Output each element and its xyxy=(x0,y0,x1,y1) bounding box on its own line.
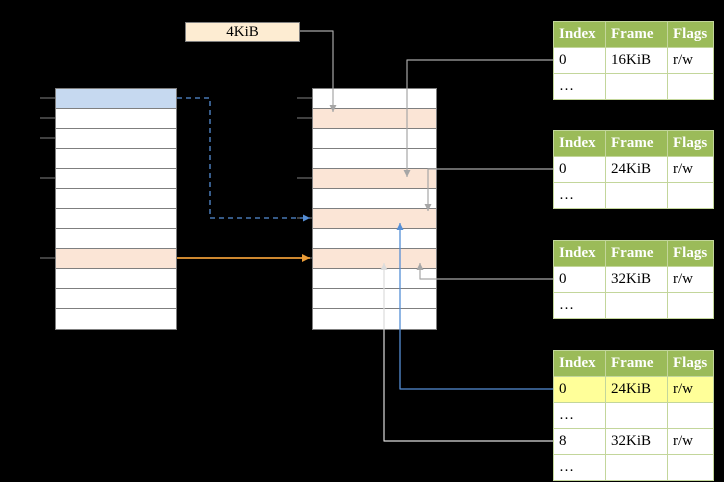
cell-flags: r/w xyxy=(667,47,714,74)
memory-cell xyxy=(313,129,436,149)
cell-frame xyxy=(605,454,668,481)
cell-frame xyxy=(605,292,668,319)
page-table-header-row: Index Frame Flags xyxy=(553,240,714,267)
page-table-row: … xyxy=(553,402,714,429)
physical-memory-column xyxy=(312,88,437,330)
page-table-3: Index Frame Flags 0 32KiB r/w … xyxy=(553,240,714,319)
header-index: Index xyxy=(553,350,606,377)
cell-flags xyxy=(667,402,714,429)
cell-index: 0 xyxy=(553,376,606,403)
cell-frame: 32KiB xyxy=(605,428,668,455)
arrow-table2-to-frame-24kib xyxy=(424,168,553,211)
cell-index: … xyxy=(553,182,606,209)
header-index: Index xyxy=(553,21,606,48)
header-flags: Flags xyxy=(667,350,714,377)
cell-frame: 24KiB xyxy=(605,156,668,183)
cell-frame: 32KiB xyxy=(605,266,668,293)
arrow-table3-to-frame-32kib xyxy=(416,263,553,280)
frame-size-text: 4KiB xyxy=(226,24,259,40)
page-table-header-row: Index Frame Flags xyxy=(553,350,714,377)
memory-cell xyxy=(56,169,176,189)
header-frame: Frame xyxy=(605,240,668,267)
memory-cell xyxy=(56,149,176,169)
page-table-1: Index Frame Flags 0 16KiB r/w … xyxy=(553,21,714,100)
memory-cell xyxy=(56,109,176,129)
cell-flags: r/w xyxy=(667,428,714,455)
cell-index: … xyxy=(553,454,606,481)
cell-flags: r/w xyxy=(667,376,714,403)
page-table-4: Index Frame Flags 0 24KiB r/w … 8 32KiB … xyxy=(553,350,714,481)
header-index: Index xyxy=(553,240,606,267)
page-table-row: 0 24KiB r/w xyxy=(553,156,714,183)
memory-cell xyxy=(313,289,436,309)
memory-cell xyxy=(56,249,176,269)
arrow-virtual-page-blue-to-frame xyxy=(177,97,310,222)
page-table-2: Index Frame Flags 0 24KiB r/w … xyxy=(553,130,714,209)
memory-cell xyxy=(56,189,176,209)
page-table-row: 0 16KiB r/w xyxy=(553,47,714,74)
header-flags: Flags xyxy=(667,240,714,267)
page-table-row-highlighted: 0 24KiB r/w xyxy=(553,376,714,403)
cell-flags xyxy=(667,182,714,209)
memory-cell xyxy=(313,229,436,249)
address-ticks-middle xyxy=(297,97,312,259)
memory-cell xyxy=(313,249,436,269)
memory-cell xyxy=(56,229,176,249)
address-ticks-left xyxy=(40,97,55,259)
page-table-row: 0 32KiB r/w xyxy=(553,266,714,293)
memory-cell xyxy=(56,129,176,149)
header-flags: Flags xyxy=(667,21,714,48)
memory-cell xyxy=(313,149,436,169)
virtual-memory-column xyxy=(55,88,177,330)
memory-cell xyxy=(56,289,176,309)
cell-frame: 16KiB xyxy=(605,47,668,74)
page-table-row: … xyxy=(553,454,714,481)
cell-flags xyxy=(667,454,714,481)
header-frame: Frame xyxy=(605,130,668,157)
cell-index: 8 xyxy=(553,428,606,455)
header-index: Index xyxy=(553,130,606,157)
memory-cell xyxy=(56,269,176,289)
cell-index: … xyxy=(553,402,606,429)
memory-cell xyxy=(313,209,436,229)
header-flags: Flags xyxy=(667,130,714,157)
page-table-header-row: Index Frame Flags xyxy=(553,21,714,48)
page-table-row: … xyxy=(553,292,714,319)
cell-frame xyxy=(605,402,668,429)
cell-frame xyxy=(605,182,668,209)
cell-index: 0 xyxy=(553,47,606,74)
cell-flags: r/w xyxy=(667,156,714,183)
page-table-row: 8 32KiB r/w xyxy=(553,428,714,455)
memory-cell xyxy=(313,309,436,329)
memory-cell xyxy=(56,209,176,229)
cell-flags xyxy=(667,73,714,100)
frame-size-label: 4KiB xyxy=(185,22,300,42)
memory-cell xyxy=(313,89,436,109)
memory-cell xyxy=(56,89,176,109)
memory-cell xyxy=(313,169,436,189)
memory-cell xyxy=(313,269,436,289)
memory-cell xyxy=(313,189,436,209)
cell-frame: 24KiB xyxy=(605,376,668,403)
cell-index: … xyxy=(553,292,606,319)
header-frame: Frame xyxy=(605,21,668,48)
cell-frame xyxy=(605,73,668,100)
header-frame: Frame xyxy=(605,350,668,377)
cell-index: … xyxy=(553,73,606,100)
memory-cell xyxy=(313,109,436,129)
cell-flags xyxy=(667,292,714,319)
cell-index: 0 xyxy=(553,156,606,183)
page-table-row: … xyxy=(553,182,714,209)
page-table-row: … xyxy=(553,73,714,100)
cell-index: 0 xyxy=(553,266,606,293)
cell-flags: r/w xyxy=(667,266,714,293)
memory-cell xyxy=(56,309,176,329)
page-table-header-row: Index Frame Flags xyxy=(553,130,714,157)
